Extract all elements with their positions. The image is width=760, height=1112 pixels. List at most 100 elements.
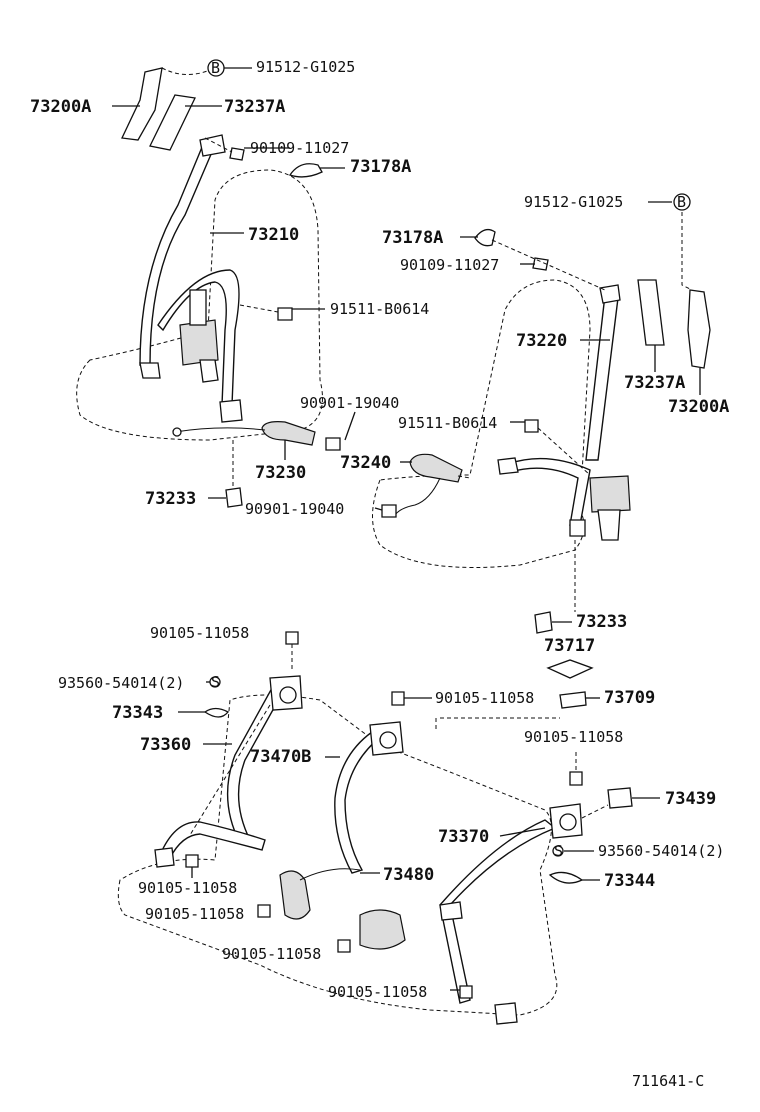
marker-b-left (207, 59, 225, 77)
label-73220: 73220 (516, 331, 567, 351)
label-73439: 73439 (665, 789, 716, 809)
label-90105-11058-rl2: 90105-11058 (145, 905, 244, 923)
guide-73178a-right (474, 228, 496, 247)
buckle-73230-wire (174, 427, 266, 433)
buckle-73240 (409, 453, 463, 483)
cover-73237a-left (149, 94, 196, 151)
bolt-90105-b2 (337, 939, 351, 953)
label-73210: 73210 (248, 225, 299, 245)
bolt-90105-b1 (257, 904, 271, 918)
buckle-73230 (261, 421, 316, 446)
label-93560-54014-left: 93560-54014(2) (58, 674, 184, 692)
label-73200a-left: 73200A (30, 97, 91, 117)
label-90109-11027-right: 90109-11027 (400, 256, 499, 274)
cover-73233-left (225, 487, 243, 508)
marker-s-right-text: S (554, 842, 563, 860)
label-73233-left: 73233 (145, 489, 196, 509)
label-90901-19040-right: 90901-19040 (245, 500, 344, 518)
label-90105-11058-rl3: 90105-11058 (222, 945, 321, 963)
washer-s-right (552, 845, 564, 857)
rear-left-retractor-spool (279, 686, 297, 704)
label-73370: 73370 (438, 827, 489, 847)
front-left-retractor (179, 319, 219, 366)
front-left-lower-anchor-2 (199, 359, 219, 383)
bolt-91511-right (524, 419, 539, 433)
bolt-90105-center (391, 691, 405, 706)
front-right-belt (585, 294, 619, 461)
bolt-90105-rear-right-low (459, 985, 473, 999)
label-73717: 73717 (544, 636, 595, 656)
label-73237a-right: 73237A (624, 373, 685, 393)
leader-91512-left (161, 67, 211, 75)
label-73480: 73480 (383, 865, 434, 885)
label-73237a-left: 73237A (224, 97, 285, 117)
front-left-retractor-guide (189, 289, 207, 326)
front-right-lower-anchor (569, 519, 586, 537)
label-73470b: 73470B (250, 747, 311, 767)
leader-73240-dash (457, 475, 471, 479)
diagram-id: 711641-C (632, 1072, 704, 1090)
washer-s-left (209, 676, 221, 688)
bolt-90105-rear-left (185, 854, 199, 868)
label-90105-11058-rl4: 90105-11058 (328, 983, 427, 1001)
label-93560-54014-right: 93560-54014(2) (598, 842, 724, 860)
rear-left-belt-lap (159, 821, 266, 859)
shoulder-anchor-73200a-right (687, 289, 711, 369)
rear-right-lower-anchor (494, 1002, 518, 1025)
leader-91511-left-dash (239, 304, 279, 313)
bolt-90901-left (325, 437, 341, 451)
label-73230: 73230 (255, 463, 306, 483)
rear-left-lower-anchor (154, 847, 175, 868)
marker-s-left-text: S (211, 673, 220, 691)
buckle-73230-plug (172, 427, 182, 437)
leader-73178a-right-dash (491, 239, 606, 291)
label-73709: 73709 (604, 688, 655, 708)
label-91511-b0614-left: 91511-B0614 (330, 300, 429, 318)
rear-center-belt (334, 731, 386, 874)
front-right-top-anchor (599, 284, 621, 304)
buckle-73480-right (359, 909, 406, 950)
marker-b-right-text: B (677, 193, 686, 211)
label-73178a-left: 73178A (350, 157, 411, 177)
buckle-73240-wire (394, 477, 441, 516)
cover-73233-right (534, 611, 553, 634)
leader-73709-dash (435, 717, 560, 730)
label-90109-11027-left: 90109-11027 (250, 139, 349, 157)
buckle-73480-strap (299, 868, 361, 881)
label-73240: 73240 (340, 453, 391, 473)
label-90105-11058-rl1: 90105-11058 (138, 879, 237, 897)
bolt-90105-top (285, 631, 299, 645)
label-91512-g1025-right: 91512-G1025 (524, 193, 623, 211)
buckle-73480-left (279, 870, 311, 920)
front-right-retractor-base (597, 509, 621, 541)
front-right-retractor (589, 475, 631, 513)
label-90105-11058-right: 90105-11058 (524, 728, 623, 746)
bracket-73709 (559, 691, 587, 709)
leader-90901-right (374, 507, 383, 511)
label-91511-b0614-right: 91511-B0614 (398, 414, 497, 432)
front-right-inner-anchor (497, 457, 519, 475)
leader-91511-right-dash (537, 427, 591, 476)
label-73200a-right: 73200A (668, 397, 729, 417)
leader-73360-dash (189, 704, 271, 836)
bolt-91511-left (277, 307, 293, 321)
cover-73439 (607, 787, 633, 809)
cover-73237a-right (637, 279, 665, 346)
marker-b-left-text: B (211, 59, 220, 77)
leader-91512-right-dash (681, 212, 693, 291)
front-left-top-anchor (199, 134, 226, 157)
label-73178a-right: 73178A (382, 228, 443, 248)
rear-seat-outline (117, 694, 558, 1016)
marker-b-right (673, 193, 691, 211)
washer-73343 (203, 707, 229, 718)
label-73343: 73343 (112, 703, 163, 723)
leader-bolt-90109-dash (204, 137, 233, 153)
rear-right-belt (439, 819, 557, 1004)
label-90105-11058-mid: 90105-11058 (435, 689, 534, 707)
bolt-90901-right (381, 504, 397, 518)
label-90105-11058-top: 90105-11058 (150, 624, 249, 642)
bolt-90109-left (229, 147, 245, 161)
shoulder-anchor-73200a-left (121, 67, 163, 141)
